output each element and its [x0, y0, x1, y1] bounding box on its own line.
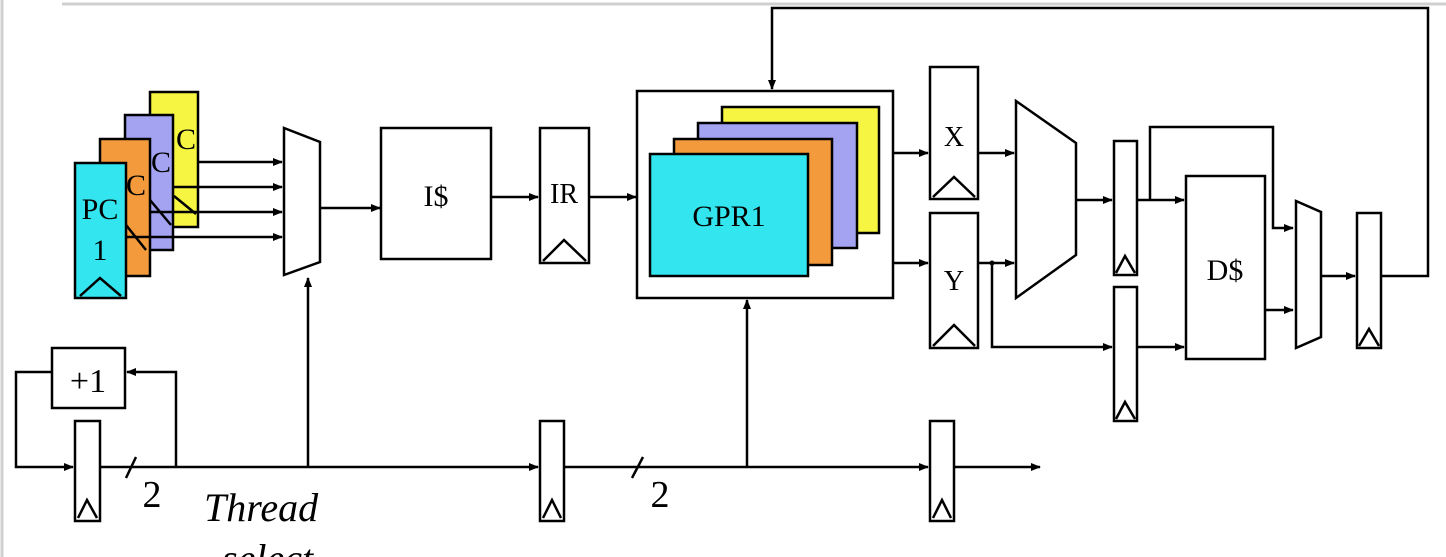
thread-id-pipe-register-1-clock-icon: [541, 497, 563, 519]
writeback-register: [1355, 211, 1383, 350]
instruction-cache: I$: [379, 126, 493, 261]
bus-width-label-2: 2: [651, 474, 670, 516]
address-register-clock-icon: [1114, 253, 1137, 274]
instruction-cache-label: I$: [424, 180, 449, 213]
alu: [1014, 98, 1078, 301]
increment-unit: +1: [50, 346, 127, 410]
thread-select-mux: [282, 126, 322, 277]
thread-id-pipe-register-2: [928, 419, 956, 523]
ir-clock-triangle-icon: [542, 238, 587, 262]
counter-to-increment-wire: [126, 368, 178, 467]
alu-bypass-wire: [1148, 125, 1294, 232]
instruction-register-label: IR: [550, 179, 578, 210]
thread-counter-clock-icon: [76, 497, 99, 519]
address-register: [1112, 139, 1139, 277]
x-register: X: [928, 65, 980, 201]
store-data-register: [1112, 285, 1139, 423]
x-clock-triangle-icon: [932, 175, 976, 198]
thread-id-pipe-register-2-clock-icon: [931, 497, 953, 519]
store-data-register-clock-icon: [1114, 399, 1137, 420]
pc-clock-triangle-icon: [79, 276, 122, 297]
pc-register-4-label: C: [176, 123, 196, 156]
increment-label: +1: [70, 363, 106, 400]
bus-width-slash-1: [124, 456, 138, 479]
data-cache: D$: [1184, 174, 1267, 361]
thread-id-pipe-register-1: [538, 419, 566, 523]
y-register: Y: [928, 211, 980, 350]
y-register-label: Y: [944, 266, 964, 297]
bus-width-label-1: 2: [143, 474, 162, 516]
y-store-data-wire: [990, 263, 1113, 351]
data-cache-label: D$: [1207, 254, 1244, 287]
pc-register-3-label: C: [151, 146, 171, 179]
thread-label-cut: select: [222, 536, 314, 557]
pc-register-1-label-line2: 1: [93, 234, 108, 267]
bus-width-slash-2: [630, 456, 645, 479]
instruction-register: IR: [538, 126, 591, 265]
junction-dot: [989, 260, 995, 266]
writeback-mux: [1294, 199, 1323, 350]
pc-to-mux-wires: [126, 158, 283, 241]
pc-register-2-label: C: [126, 169, 146, 202]
thread-label: Thread: [204, 485, 319, 530]
increment-to-counter-wire: [14, 370, 74, 471]
pc-register-stack: C C C PC 1: [73, 90, 200, 300]
x-register-label: X: [944, 122, 964, 153]
pc-register-1-label-line1: PC: [82, 193, 119, 226]
pc-register-1: PC 1: [73, 161, 128, 300]
gpr-1-label: GPR1: [692, 200, 765, 233]
thread-counter-register: [73, 419, 102, 523]
register-file-block: GPR1: [635, 89, 895, 300]
writeback-loop-wire: [768, 6, 1430, 278]
y-clock-triangle-icon: [932, 323, 976, 347]
gpr-1: [648, 152, 810, 278]
writeback-register-clock-icon: [1357, 326, 1381, 347]
